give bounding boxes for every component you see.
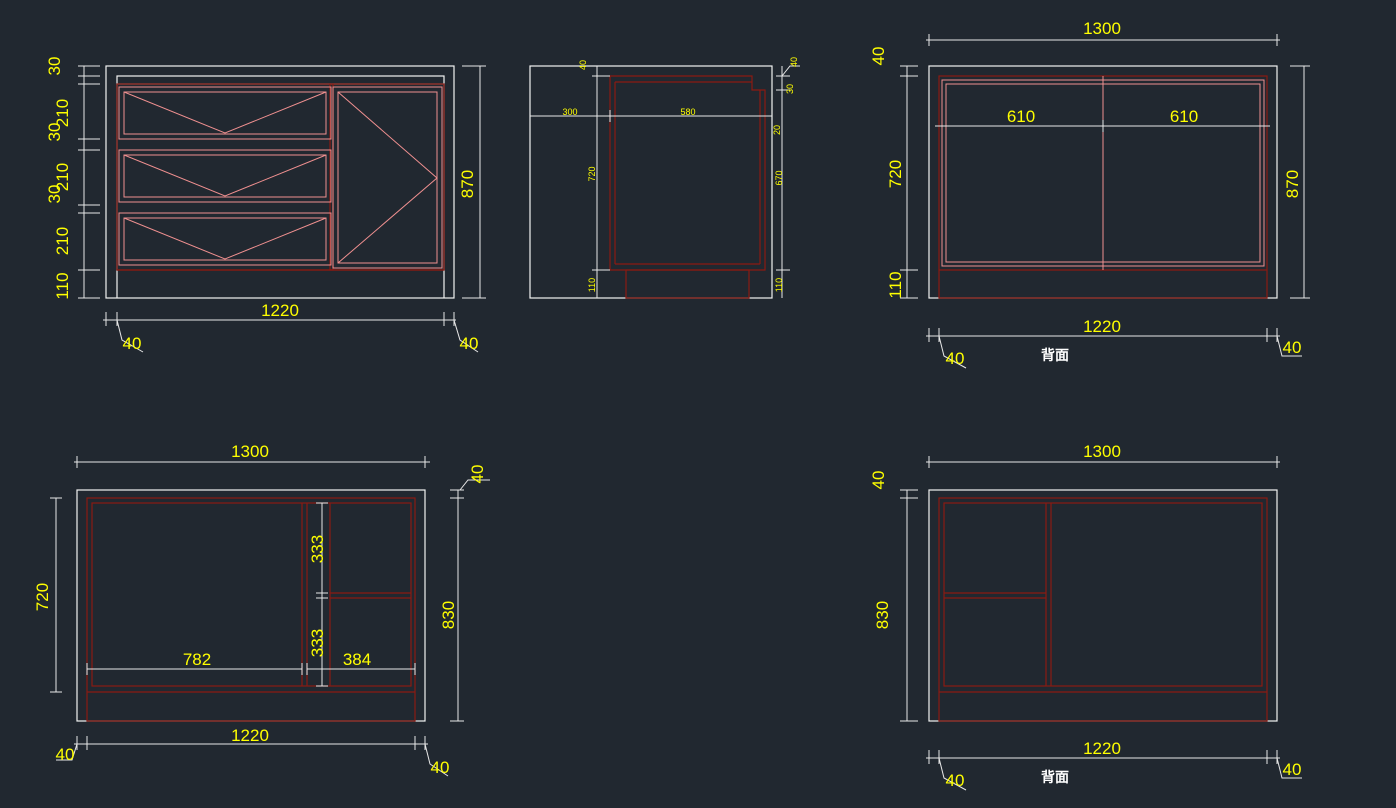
- dim-label-panel-left: 610: [1007, 107, 1035, 126]
- dimension-lines: [530, 65, 800, 298]
- back-panels: [938, 75, 1268, 299]
- drawing-caption: 背面: [1041, 347, 1069, 364]
- dim-label-shelf-lower: 333: [308, 629, 327, 657]
- dimension-labels: 1300 40 720 333 333 782 384 830 1220 40 …: [33, 442, 487, 777]
- dim-label-right-gap: 20: [772, 125, 782, 135]
- dim-label-compartment-right: 384: [343, 650, 371, 669]
- dim-label-side-right: 40: [1283, 338, 1302, 357]
- dim-label-height-right: 870: [1283, 170, 1302, 198]
- dim-label-30-middle: 30: [45, 123, 64, 142]
- dimension-labels: 30 210 30 210 30 210 110 870 1220 40 40: [45, 57, 478, 353]
- dim-label-30-lower: 30: [45, 185, 64, 204]
- dim-label-depth-right: 580: [680, 107, 695, 117]
- dim-label-height: 870: [458, 170, 477, 198]
- dimension-lines: [900, 34, 1310, 369]
- dim-label-210-middle: 210: [53, 163, 72, 191]
- dimension-lines: [78, 65, 486, 353]
- dim-label-top-left: 40: [578, 60, 588, 70]
- dim-label-panel-right: 610: [1170, 107, 1198, 126]
- dim-label-side-right: 40: [431, 758, 450, 777]
- side-section: 40 300 580 720 110 40 30 20 670 110: [529, 57, 800, 299]
- front-interior-layout: 1300 40 720 333 333 782 384 830 1220 40 …: [33, 442, 490, 777]
- interior-frame: [938, 497, 1268, 722]
- dim-label-base-left: 110: [886, 271, 905, 298]
- dim-label-width: 1220: [1083, 317, 1121, 336]
- dimension-lines: [900, 456, 1302, 791]
- dim-label-top-right-b: 30: [785, 84, 795, 94]
- dim-label-210-top: 210: [53, 99, 72, 127]
- dim-label-top-right: 40: [468, 465, 487, 484]
- dim-label-210-bottom: 210: [53, 227, 72, 255]
- dim-label-height-left: 830: [873, 601, 892, 629]
- dim-label-top-right-a: 40: [789, 57, 799, 67]
- dim-label-depth-left: 300: [562, 107, 577, 117]
- dimension-labels: 1300 40 610 610 720 110 870 1220 40 40: [869, 19, 1302, 368]
- back-interior-layout: 1300 40 830 1220 40 40 背面: [869, 442, 1302, 791]
- dim-label-width: 1220: [231, 726, 269, 745]
- dim-label-top: 40: [869, 47, 888, 66]
- dim-label-30-top: 30: [45, 57, 64, 76]
- dimension-lines: [50, 456, 490, 777]
- dim-label-side-left: 40: [123, 334, 142, 353]
- dim-label-overall-width: 1300: [231, 442, 269, 461]
- dim-label-base-left: 110: [587, 278, 597, 292]
- dim-label-height-left: 720: [33, 583, 52, 611]
- dim-label-side-left: 40: [946, 349, 965, 368]
- dimension-labels: 1300 40 830 1220 40 40: [869, 442, 1301, 790]
- dim-label-height-left: 720: [886, 160, 905, 188]
- dim-label-width: 1220: [261, 301, 299, 320]
- dim-label-overall-width: 1300: [1083, 442, 1121, 461]
- back-elevation: 1300 40 610 610 720 110 870 1220 40 40 背…: [869, 19, 1310, 369]
- dimension-labels: 40 300 580 720 110 40 30 20 670 110: [562, 57, 799, 292]
- dim-label-overall-width: 1300: [1083, 19, 1121, 38]
- dim-label-width: 1220: [1083, 739, 1121, 758]
- dim-label-side-right: 40: [460, 334, 479, 353]
- drawing-caption: 背面: [1041, 769, 1069, 786]
- dim-label-compartment-left: 782: [183, 650, 211, 669]
- dim-label-110-base: 110: [53, 272, 72, 299]
- interior-frame: [86, 497, 416, 722]
- dim-label-height-right: 830: [439, 601, 458, 629]
- dim-label-shelf-upper: 333: [308, 535, 327, 563]
- dim-label-side-left: 40: [56, 745, 75, 764]
- dim-label-height-inner: 720: [587, 166, 597, 181]
- drawer-fronts: [116, 83, 445, 271]
- dim-label-base-right: 110: [774, 278, 784, 292]
- front-elevation: 30 210 30 210 30 210 110 870 1220 40 40: [45, 57, 486, 353]
- dim-label-side-left: 40: [946, 771, 965, 790]
- dim-label-side-right: 40: [1283, 760, 1302, 779]
- dim-label-height-right: 670: [774, 170, 784, 185]
- dim-label-top: 40: [869, 471, 888, 490]
